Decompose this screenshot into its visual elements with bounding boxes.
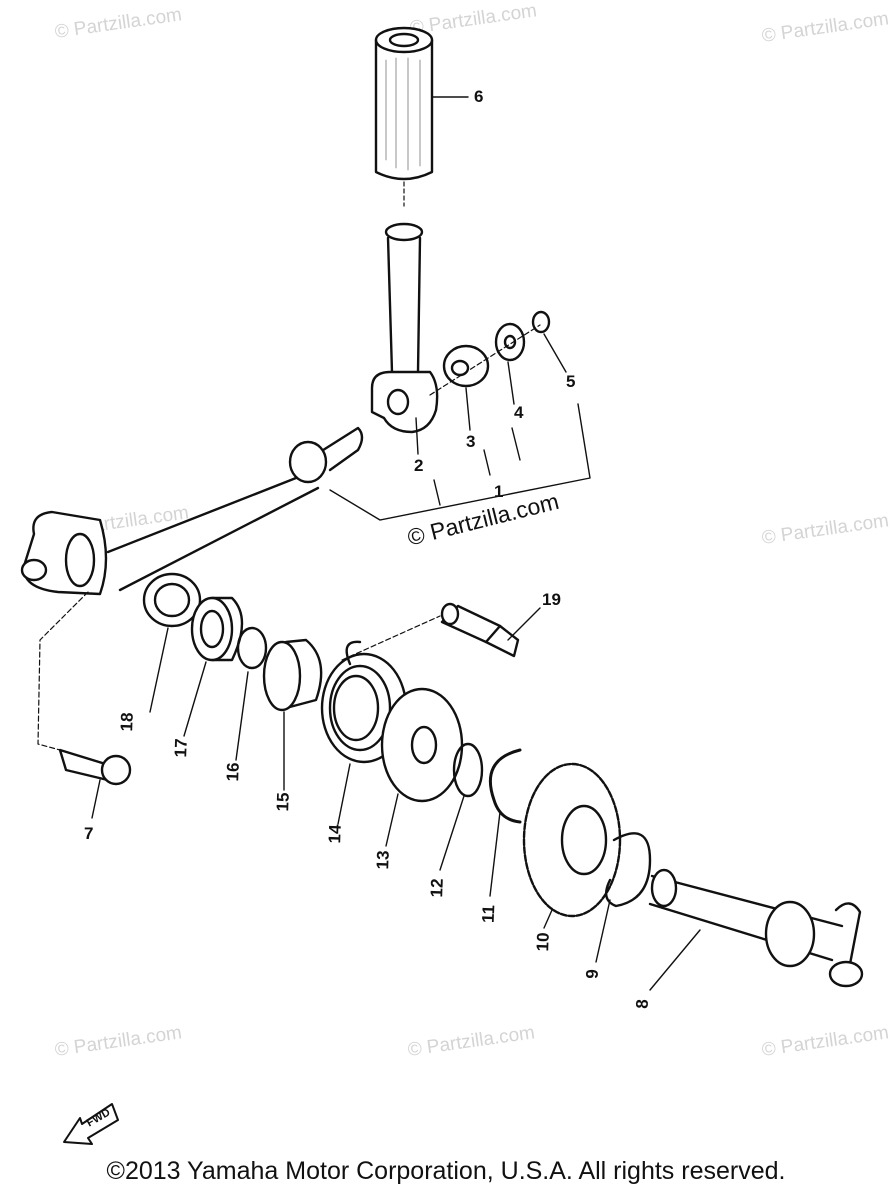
part-13-plate-washer [380,687,464,803]
part-11-clip [488,748,522,824]
callout-9: 9 [582,968,602,980]
callout-1: 1 [494,482,504,501]
callout-12: 12 [427,878,447,898]
part-12-circlip [452,742,484,798]
part-8-kick-shaft [648,868,864,988]
callout-16: 16 [223,762,243,782]
copyright-notice: ©2013 Yamaha Motor Corporation, U.S.A. A… [106,1157,786,1185]
callout-3: 3 [466,432,476,451]
part-10-kick-gear [522,762,622,918]
part-7-bolt [58,748,132,786]
callout-14: 14 [325,824,345,844]
callout-7: 7 [84,824,94,843]
callout-18: 18 [117,712,137,732]
part-kick-lever [20,426,364,596]
part-17-bushing [190,596,244,662]
callout-13: 13 [373,850,393,870]
part-9-clip [604,832,652,908]
callout-2: 2 [414,456,424,475]
part-18-oil-seal [142,572,202,628]
part-4-washer [494,322,526,362]
callout-19: 19 [542,590,561,609]
callout-leaders [91,96,701,991]
part-16-circlip [236,626,268,670]
callout-11: 11 [478,904,499,924]
part-15-spring-guide [262,638,323,712]
callout-10: 10 [533,932,553,952]
part-6-grip [374,26,434,181]
callout-4: 4 [514,403,524,422]
callout-6: 6 [474,87,484,106]
callout-8: 8 [632,998,652,1010]
callout-15: 15 [273,792,293,812]
part-3-spring-holder [442,344,490,388]
callout-5: 5 [566,372,576,391]
part-19-bolt [440,602,520,658]
fwd-arrow-icon [63,1103,119,1145]
part-kick-crank-upper [370,222,439,434]
callout-17: 17 [171,738,191,758]
part-5-circlip [531,310,551,334]
